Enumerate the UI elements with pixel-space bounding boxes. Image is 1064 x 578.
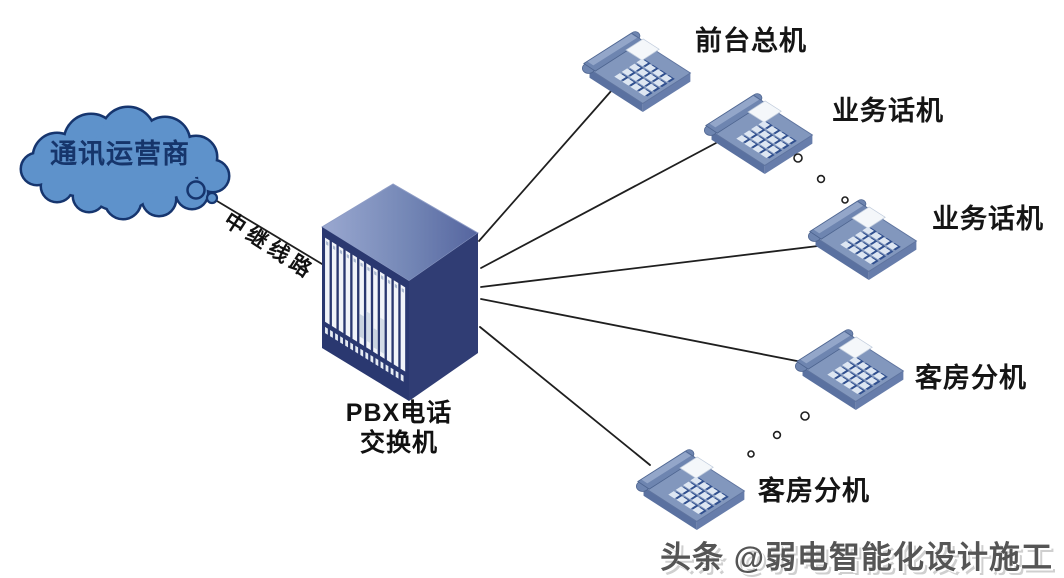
pbx-right-face [409,233,478,401]
line-to-room-phone-2 [479,326,651,466]
pbx-label-line1: PBX电话 [346,399,452,427]
label-room-phone-1: 客房分机 [915,362,1027,393]
trunk-line-label: 中继线路 [220,208,320,285]
label-room-phone-2: 客房分机 [758,475,870,506]
trunk-line [216,200,323,265]
desk-phone-icon-front-desk [581,31,691,113]
connection-lines [216,89,819,466]
ellipsis-dots-business [793,153,849,204]
desk-phone-icon-room-1 [794,329,904,411]
desk-phone-icon-room-2 [635,449,745,531]
label-business-phone-2: 业务话机 [932,204,1044,234]
pbx-card-slats [325,237,406,382]
pbx-cabinet-icon: PBX电话 交换机 [321,183,479,457]
desk-phone-icon-business-2 [807,199,917,281]
ellipsis-dots-room [747,411,810,458]
cloud-tail-bubble-large [186,180,206,200]
line-to-business-phone-2 [480,245,819,288]
watermark-text: 头条 @弱电智能化设计施工 [660,540,1053,575]
cloud-tail-bubble-small [205,191,219,205]
pbx-label-line2: 交换机 [360,428,438,457]
cloud-label: 通讯运营商 [50,139,190,169]
label-business-phone-1: 业务话机 [832,96,944,126]
label-front-desk-phone: 前台总机 [695,25,807,56]
line-to-front-desk-phone [478,89,613,242]
line-to-room-phone-1 [480,298,803,363]
cloud-icon: 通讯运营商 [22,108,228,218]
line-to-business-phone-1 [480,142,717,269]
